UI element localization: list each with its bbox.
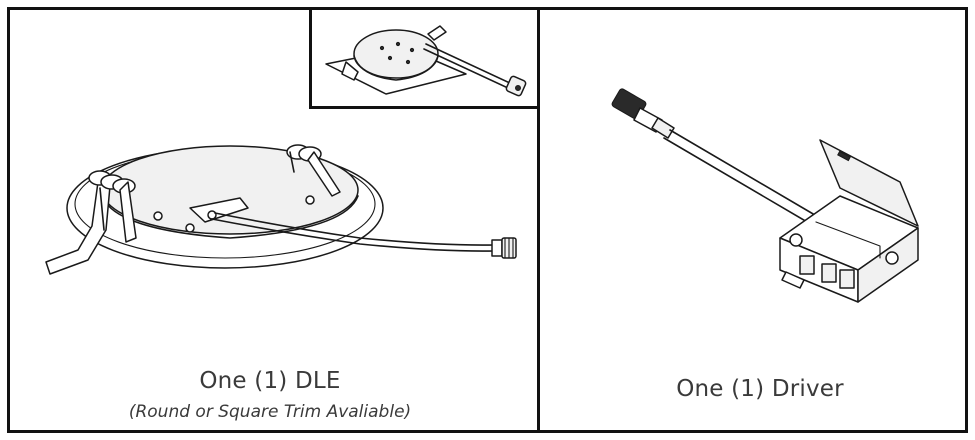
recessed-downlight-illustration [45, 144, 517, 275]
panel-divider [537, 7, 540, 433]
square-trim-inset [309, 7, 540, 109]
dle-trim-note: (Round or Square Trim Avaliable) [128, 402, 412, 422]
driver-junction-box-illustration [611, 88, 919, 303]
driver-caption: One (1) Driver [676, 376, 844, 402]
dle-caption: One (1) DLE [199, 368, 341, 394]
square-trim-downlight-illustration [325, 25, 527, 97]
